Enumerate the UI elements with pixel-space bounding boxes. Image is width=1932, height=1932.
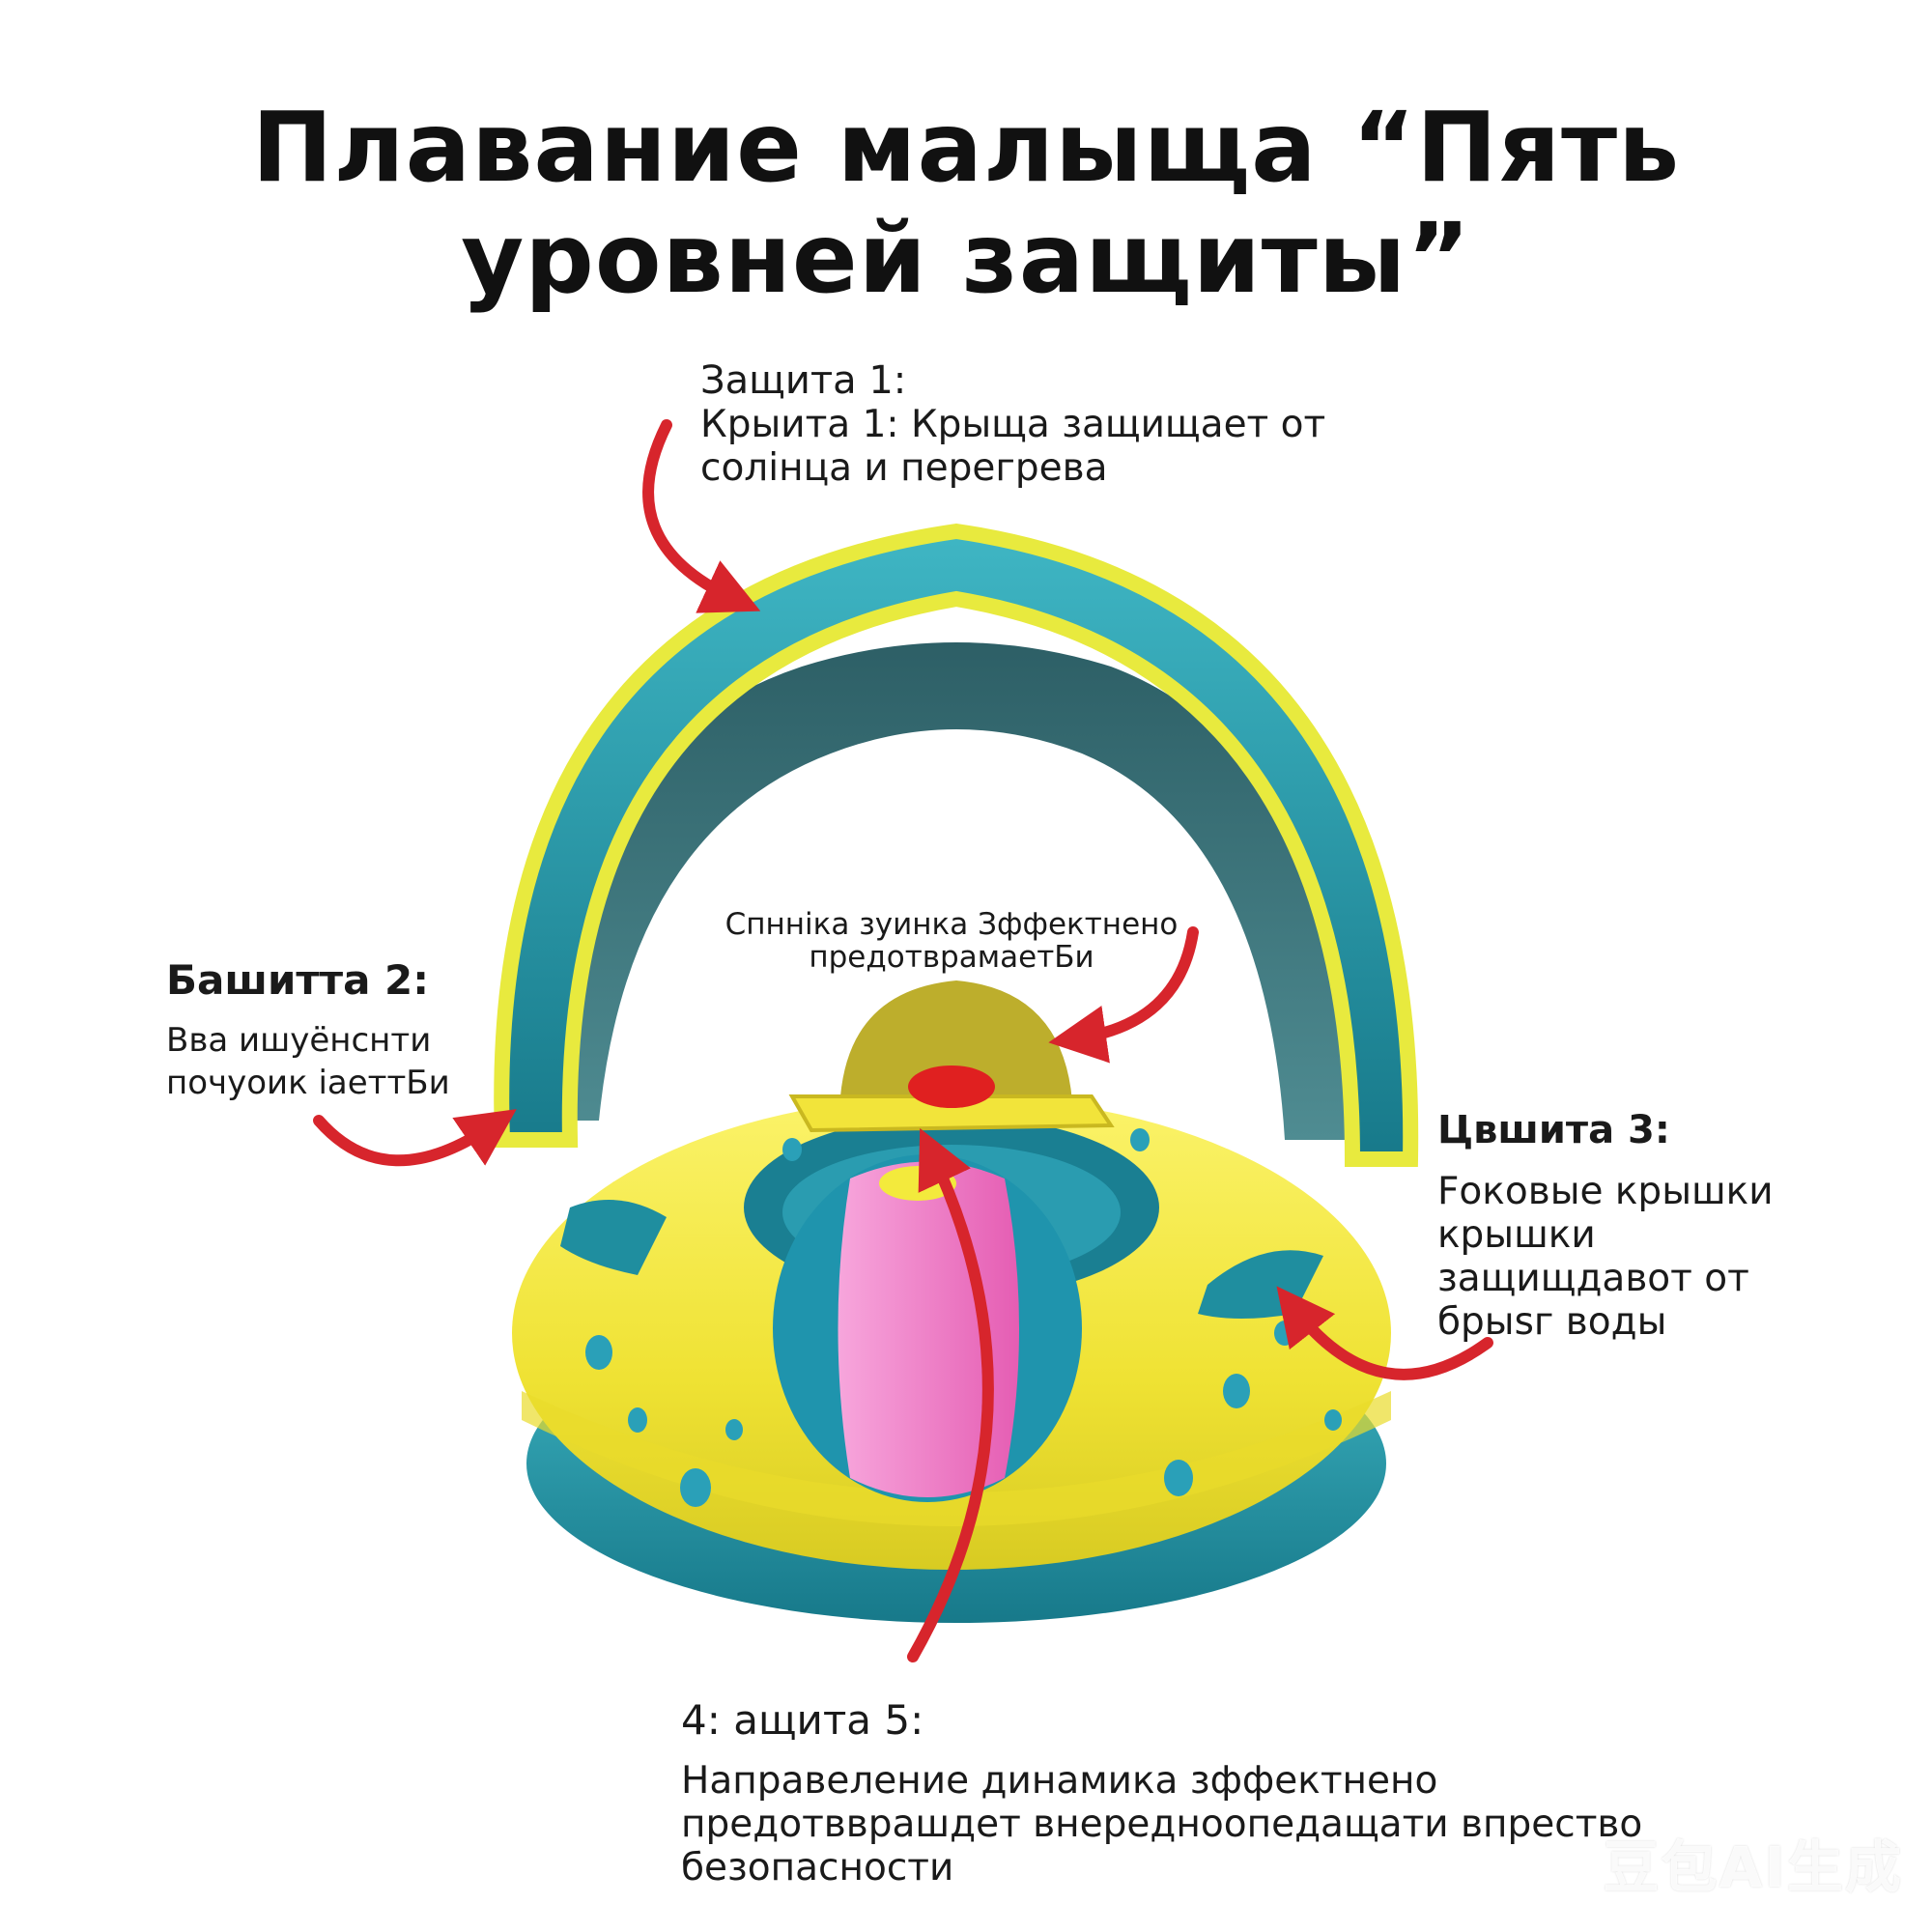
side-handle-left <box>560 1200 667 1275</box>
protection-2-callout: Башитта 2: Вва ишуёнснти почуоик іаеттБи <box>166 958 450 1104</box>
protection-3-line: Fоковые крышки <box>1437 1170 1774 1213</box>
protection-1-heading: Защита 1: <box>700 358 907 403</box>
page-title: Плавание малыща “Пять уровней защиты” <box>0 92 1932 314</box>
canopy-fabric <box>536 642 1352 1140</box>
protection-2-line: почуоик іаеттБи <box>166 1064 450 1102</box>
protection-5-callout: 4: ащита 5: Направеление динамика зффект… <box>681 1698 1642 1889</box>
canopy-arch <box>494 523 1419 1167</box>
protection-5-heading: 4: ащита 5: <box>681 1696 924 1744</box>
protection-center-line: Спнніка зуинка Зффектнено <box>724 907 1179 942</box>
protection-3-line: брыsг воды <box>1437 1300 1667 1344</box>
protection-1-line: Крыита 1: Крыща защищает от <box>700 403 1326 446</box>
title-line-2: уровней защиты” <box>461 202 1471 315</box>
arrow-protection-3 <box>1276 1286 1493 1380</box>
red-curved-arrows <box>313 419 1493 1662</box>
seat-backrest <box>840 980 1072 1101</box>
watermark: 豆包AI生成 <box>1603 1834 1903 1900</box>
arrow-center <box>1048 926 1199 1064</box>
protection-5-line: безопасности <box>681 1846 954 1889</box>
protection-2-line: Вва ишуёнснти <box>166 1021 432 1060</box>
arrow-protection-5 <box>907 1127 994 1662</box>
protection-2-heading: Башитта 2: <box>166 956 430 1004</box>
protection-3-heading: Цвшита 3: <box>1437 1108 1670 1152</box>
protection-center-line: предотврамаетБи <box>809 940 1094 975</box>
protection-5-line: предотвврашдет внередноопедащати впреств… <box>681 1803 1643 1846</box>
arrow-protection-1 <box>642 419 761 613</box>
protection-3-line: крышки <box>1437 1213 1596 1257</box>
protection-5-line: Направеление динамика зффектнено <box>681 1759 1438 1803</box>
protection-1-line: солінца и перегрева <box>700 446 1108 490</box>
arrow-protection-2 <box>313 1109 517 1167</box>
steering-wheel <box>788 1094 1115 1133</box>
protection-3-callout: Цвшита 3: Fоковые крышки крышки защищдав… <box>1437 1108 1774 1345</box>
protection-center-callout: Спнніка зуинка Зффектнено предотврамаетБ… <box>700 908 1203 974</box>
protection-1-callout: Защита 1: Крыита 1: Крыща защищает от со… <box>700 358 1326 491</box>
protection-3-line: защищдавот от <box>1437 1257 1749 1300</box>
horn-button <box>908 1065 995 1108</box>
title-line-1: Плавание малыща “Пять <box>251 91 1681 204</box>
